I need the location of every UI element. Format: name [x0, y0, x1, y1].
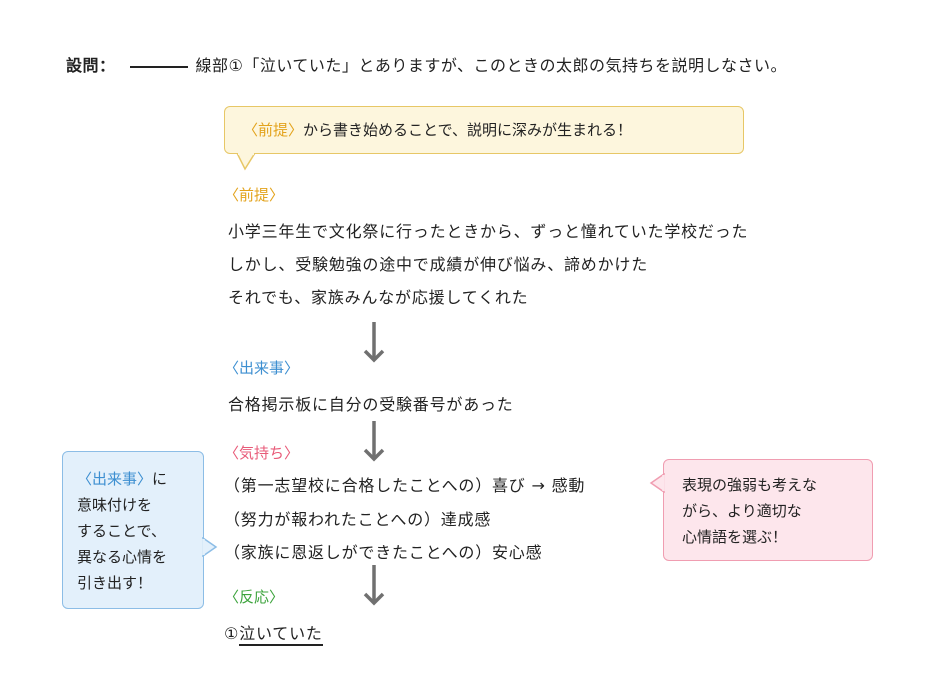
down-arrow-icon	[363, 421, 385, 462]
tip-bubble-left: 〈出来事〉に 意味付けを することで、 異なる心情を 引き出す！	[62, 451, 204, 609]
tip-left-line-1: 〈出来事〉に	[77, 466, 203, 492]
question-label: 設問：	[66, 56, 116, 75]
event-line-1: 合格掲示板に自分の受験番号があった	[228, 395, 514, 414]
tip-bubble-tail	[236, 153, 256, 171]
feeling-line-2: （努力が報われたことへの）達成感	[224, 510, 492, 529]
question-line: 設問： 線部①「泣いていた」とありますが、このときの太郎の気持ちを説明しなさい。	[66, 52, 787, 76]
down-arrow-icon	[363, 322, 385, 363]
reaction-text: 泣いていた	[239, 624, 323, 646]
reaction-marker: ①	[224, 624, 240, 643]
tip-left-line-5: 引き出す！	[77, 574, 153, 592]
reaction-label: 〈反応〉	[224, 588, 285, 606]
tip-top-highlight: 〈前提〉	[243, 121, 304, 139]
tip-right-line-2: がら、より適切な	[682, 502, 802, 520]
tip-left-line-2: 意味付けを	[77, 496, 153, 514]
premise-line-1: 小学三年生で文化祭に行ったときから、ずっと憧れていた学校だった	[228, 222, 749, 241]
feeling-line-1: （第一志望校に合格したことへの）喜び → 感動	[224, 476, 586, 495]
question-text: 線部①「泣いていた」とありますが、このときの太郎の気持ちを説明しなさい。	[195, 56, 788, 75]
tip-right-line-1: 表現の強弱も考えな	[682, 476, 818, 494]
tip-left-highlight: 〈出来事〉	[77, 470, 153, 488]
tip-left-line-4: 異なる心情を	[77, 548, 168, 566]
feeling-line-3: （家族に恩返しができたことへの）安心感	[224, 543, 543, 562]
reaction-line: ①泣いていた	[224, 620, 323, 646]
premise-line-2: しかし、受験勉強の途中で成績が伸び悩み、諦めかけた	[228, 255, 649, 274]
tip-left-line-3: することで、	[77, 522, 166, 540]
premise-line-3: それでも、家族みんなが応援してくれた	[228, 288, 529, 307]
feeling-label: 〈気持ち〉	[224, 444, 300, 462]
event-label: 〈出来事〉	[224, 359, 300, 377]
down-arrow-icon	[363, 565, 385, 606]
underline-marker	[129, 65, 188, 68]
tip-top-text: から書き始めることで、説明に深みが生まれる！	[303, 121, 632, 139]
tip-left-line-1-rest: に	[152, 470, 168, 488]
tip-left-pointer	[202, 537, 218, 557]
tip-right-line-3: 心情語を選ぶ！	[682, 528, 788, 546]
tip-bubble-top: 〈前提〉から書き始めることで、説明に深みが生まれる！	[224, 106, 744, 154]
premise-label: 〈前提〉	[224, 186, 285, 204]
tip-bubble-right: 表現の強弱も考えな がら、より適切な 心情語を選ぶ！	[663, 459, 873, 561]
tip-right-pointer	[649, 473, 665, 493]
